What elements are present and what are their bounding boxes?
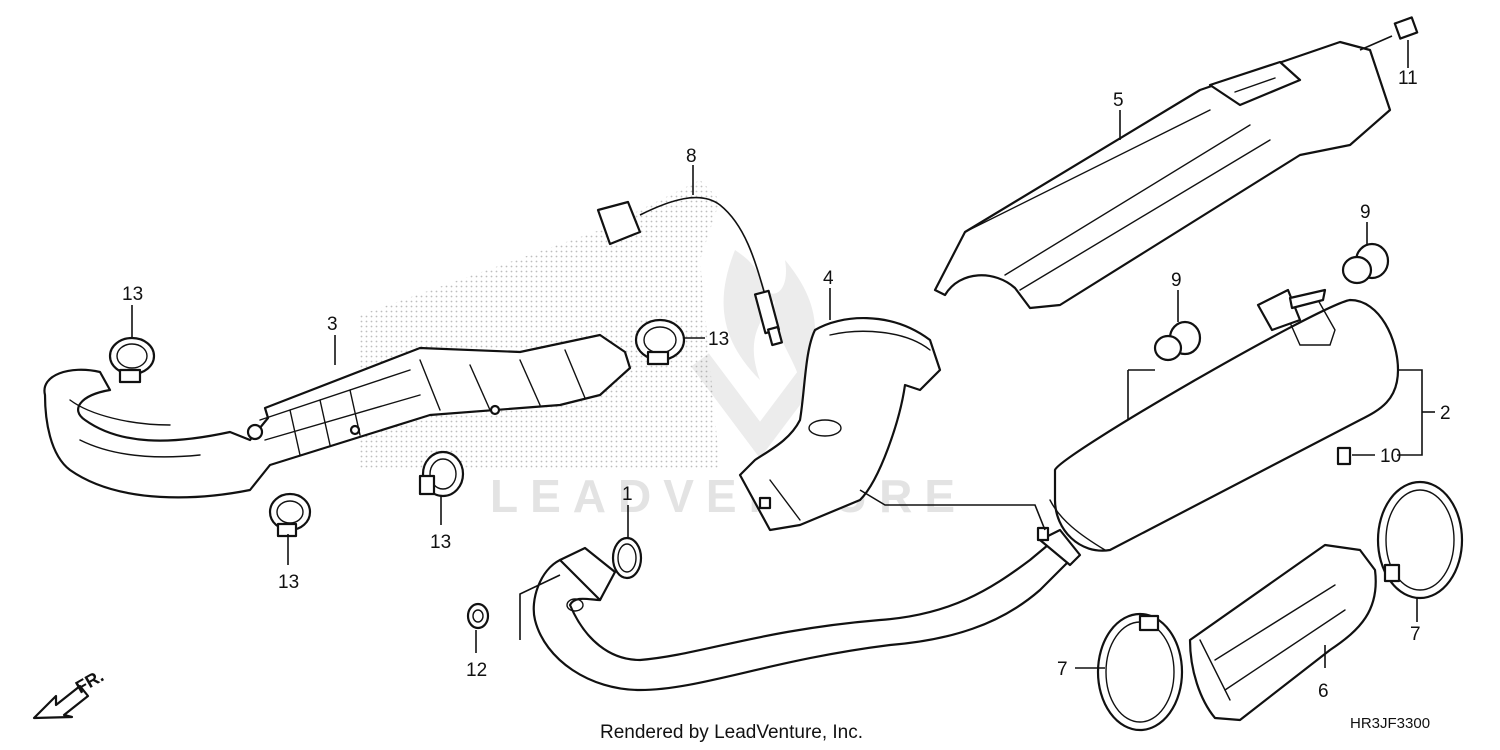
callout-11: 10 [1380, 446, 1401, 467]
callout-8: 8 [686, 146, 697, 167]
callout-7-right: 7 [1410, 624, 1421, 645]
callout-7-left: 7 [1057, 659, 1068, 680]
callout-12: 12 [466, 660, 487, 681]
part-5-muffler-cover [933, 40, 1392, 310]
callout-13-a: 13 [122, 284, 143, 305]
part-13-clamp-a [108, 336, 156, 384]
front-direction-indicator: FR. [32, 666, 107, 720]
part-9-grommet-lower [1153, 320, 1202, 362]
part-3-exhaust-pipe [43, 333, 632, 499]
callout-10: 11 [1398, 68, 1418, 89]
main-exhaust-pipe [532, 526, 1082, 692]
watermark-text: LEADVENTURE [490, 470, 967, 522]
part-7-clamp-right [1376, 480, 1464, 600]
front-arrow-icon [32, 684, 90, 720]
part-7-clamp-left [1096, 612, 1184, 732]
part-12-nut [466, 602, 490, 630]
part-13-clamp-b [268, 492, 312, 538]
leader-lines [131, 40, 1435, 669]
part-13-clamp-c [418, 450, 465, 498]
part-4-heat-guard [738, 317, 942, 532]
callout-4: 4 [823, 268, 834, 289]
part-2-muffler [1049, 288, 1400, 552]
callouts: 13 3 13 13 13 8 4 1 12 5 11 9 9 2 10 6 7… [122, 68, 1451, 702]
part-10-bolt [1359, 16, 1419, 51]
callout-13-c: 13 [430, 532, 451, 553]
part-1-gasket [611, 536, 643, 580]
diagram-code: HR3JF3300 [1350, 715, 1430, 732]
callout-3: 3 [327, 314, 338, 335]
callout-5: 5 [1113, 90, 1124, 111]
part-13-clamp-d [634, 318, 686, 366]
callout-6: 6 [1318, 681, 1329, 702]
part-6-tail-shield [1188, 543, 1377, 722]
callout-9-upper: 9 [1360, 202, 1371, 223]
part-8-o2-sensor [596, 196, 784, 347]
watermark: LEADVENTURE [490, 250, 967, 522]
part-9-grommet-upper [1341, 242, 1390, 285]
callout-9-lower: 9 [1171, 270, 1182, 291]
callout-13-b: 13 [278, 572, 299, 593]
callout-2: 2 [1440, 403, 1451, 424]
callout-1: 1 [622, 484, 633, 505]
callout-13-d: 13 [708, 329, 729, 350]
credit-text: Rendered by LeadVenture, Inc. [600, 722, 863, 743]
